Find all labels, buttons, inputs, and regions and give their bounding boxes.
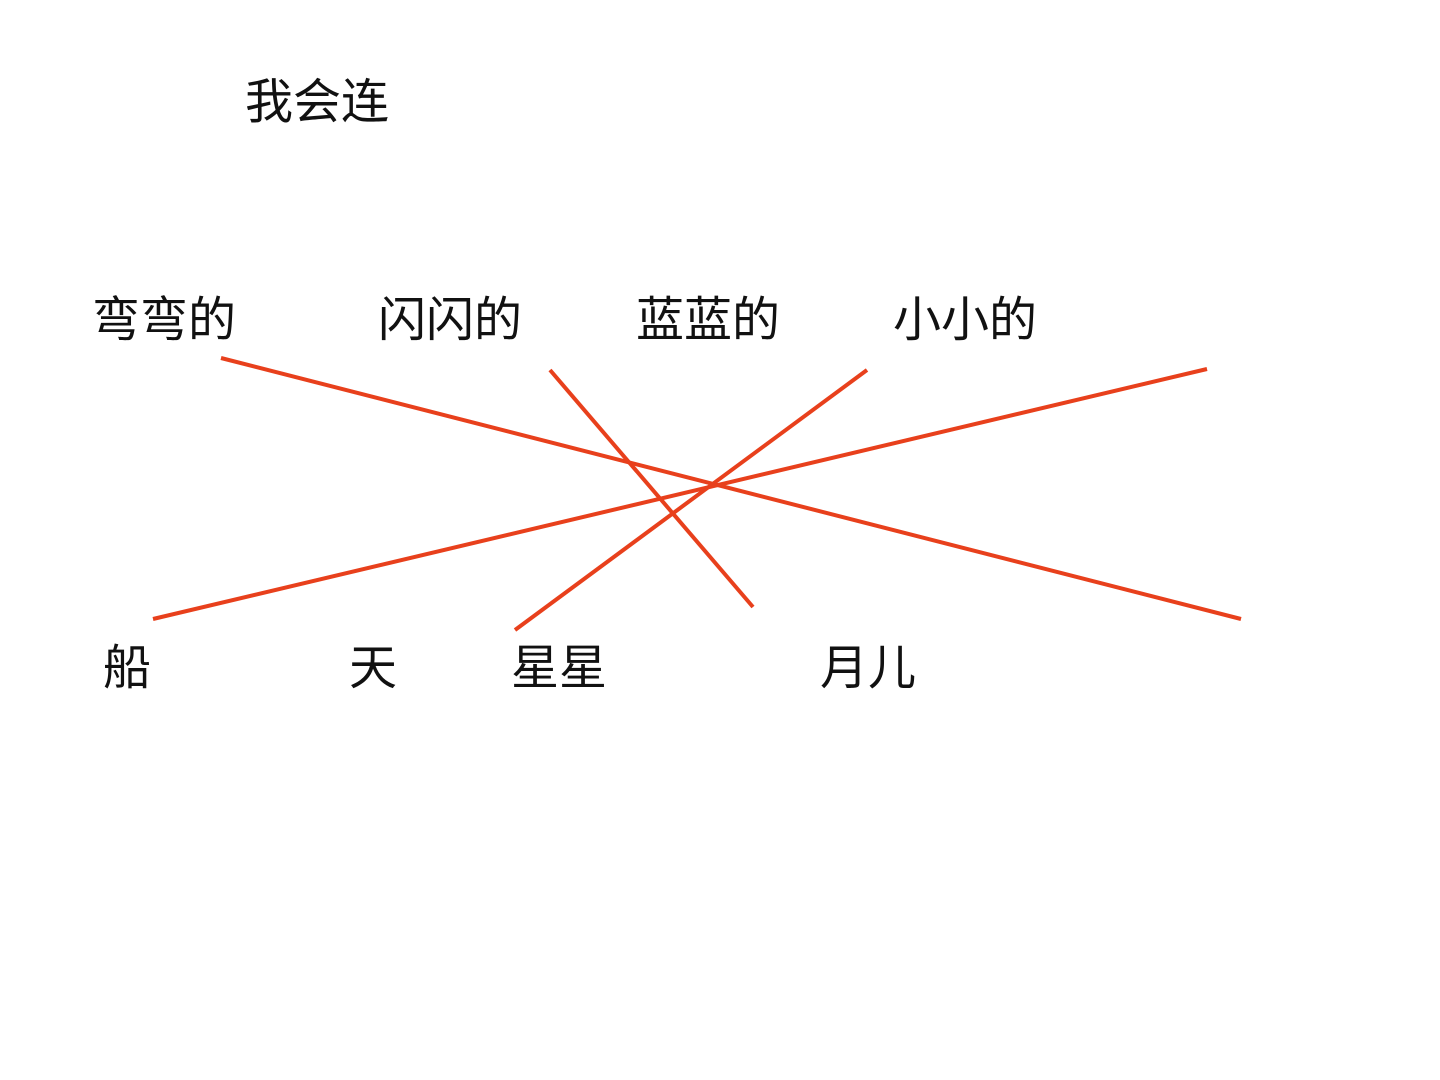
connection-line-2 — [548, 368, 755, 609]
bottom-word-2: 天 — [349, 640, 398, 696]
top-word-4: 小小的 — [893, 292, 1038, 348]
connection-line-3 — [513, 368, 869, 632]
connection-line-1 — [220, 356, 1242, 621]
connection-line-4 — [152, 367, 1208, 621]
top-word-2: 闪闪的 — [378, 292, 523, 348]
top-word-1: 弯弯的 — [92, 292, 237, 348]
bottom-word-1: 船 — [103, 640, 152, 696]
bottom-word-3: 星星 — [511, 640, 608, 696]
bottom-word-4: 月儿 — [820, 640, 917, 696]
top-word-3: 蓝蓝的 — [636, 292, 781, 348]
exercise-title: 我会连 — [245, 74, 390, 130]
